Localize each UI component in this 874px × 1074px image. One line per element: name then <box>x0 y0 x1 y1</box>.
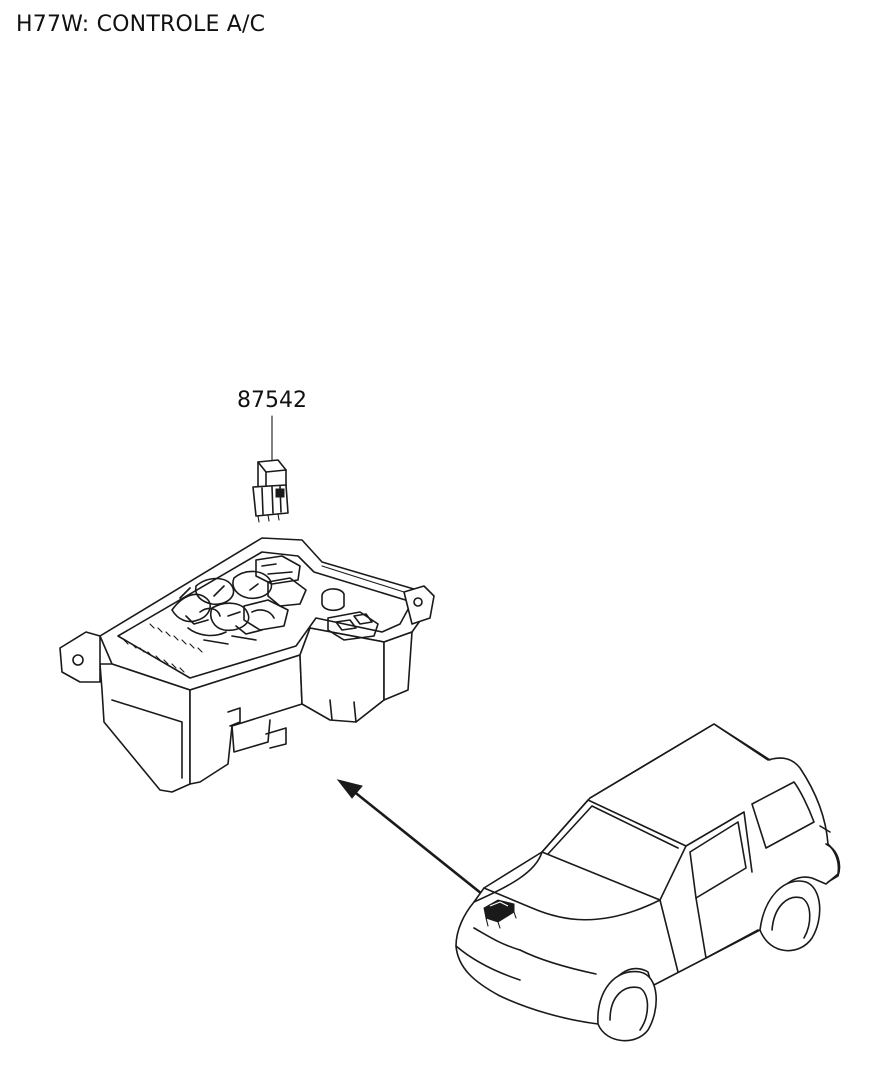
callout-part-number[interactable]: 87542 <box>237 388 307 413</box>
arrow-icon <box>336 779 484 896</box>
suv-vehicle-icon[interactable] <box>455 723 841 1042</box>
relay-icon[interactable] <box>252 459 289 523</box>
fuse-relay-box-icon[interactable] <box>59 537 435 793</box>
page-title: H77W: CONTROLE A/C <box>16 12 266 37</box>
